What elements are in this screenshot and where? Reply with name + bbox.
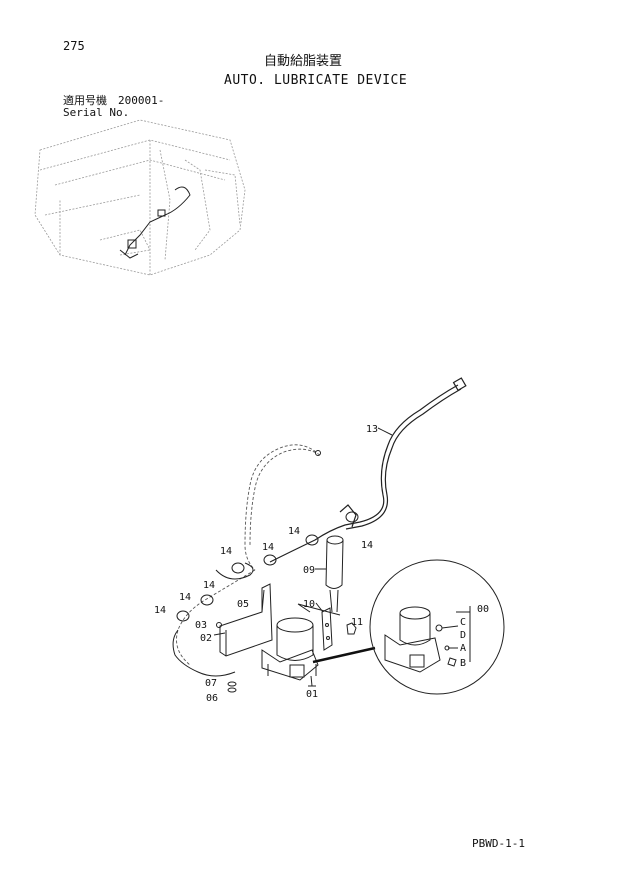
machine-locator-sketch bbox=[34, 119, 246, 276]
hose-end-fitting bbox=[315, 450, 321, 456]
title-japanese: 自動給脂装置 bbox=[264, 54, 343, 69]
detail-leader bbox=[312, 646, 376, 664]
callout-11: 11 bbox=[351, 617, 363, 628]
callout-14-a: 14 bbox=[288, 526, 300, 537]
hose-13 bbox=[269, 377, 467, 563]
callout-00: 00 bbox=[477, 604, 489, 615]
callout-c: C bbox=[460, 617, 466, 628]
callout-13: 13 bbox=[366, 424, 378, 435]
callout-14-f: 14 bbox=[179, 592, 191, 603]
callout-14-c: 14 bbox=[262, 542, 274, 553]
callout-02: 02 bbox=[200, 633, 212, 644]
serial-label-japanese: 適用号機 bbox=[63, 94, 107, 107]
callout-03: 03 bbox=[195, 620, 207, 631]
locator-highlight bbox=[119, 186, 191, 259]
page-number: 275 bbox=[63, 39, 85, 53]
pump-unit bbox=[261, 617, 319, 681]
callout-09: 09 bbox=[303, 565, 315, 576]
clamps-14 bbox=[176, 511, 359, 622]
detail-view bbox=[369, 559, 505, 695]
callout-01: 01 bbox=[306, 689, 318, 700]
bracket-05 bbox=[219, 583, 341, 657]
bracket-10 bbox=[321, 607, 333, 651]
callout-14-g: 14 bbox=[154, 605, 166, 616]
callout-10: 10 bbox=[303, 599, 315, 610]
callout-07: 07 bbox=[205, 678, 217, 689]
serial-label-english: Serial No. bbox=[63, 106, 130, 119]
callout-05: 05 bbox=[237, 599, 249, 610]
callout-14-d: 14 bbox=[220, 546, 232, 557]
callout-14-b: 14 bbox=[361, 540, 373, 551]
callout-06: 06 bbox=[206, 693, 218, 704]
bolt-11 bbox=[346, 622, 357, 635]
callout-b: B bbox=[460, 658, 466, 669]
callout-d: D bbox=[460, 630, 466, 641]
hose-dashed bbox=[176, 444, 321, 666]
footer-code: PBWD-1-1 bbox=[472, 837, 525, 850]
serial-value: 200001- bbox=[118, 94, 165, 107]
callout-a: A bbox=[460, 643, 466, 654]
small-parts bbox=[172, 622, 316, 693]
title-english: AUTO. LUBRICATE DEVICE bbox=[224, 73, 408, 88]
callout-14-e: 14 bbox=[203, 580, 215, 591]
grease-cartridge-09 bbox=[325, 535, 344, 613]
callout-labels: 13 14 14 14 14 14 14 14 09 10 11 05 03 0… bbox=[154, 424, 489, 704]
